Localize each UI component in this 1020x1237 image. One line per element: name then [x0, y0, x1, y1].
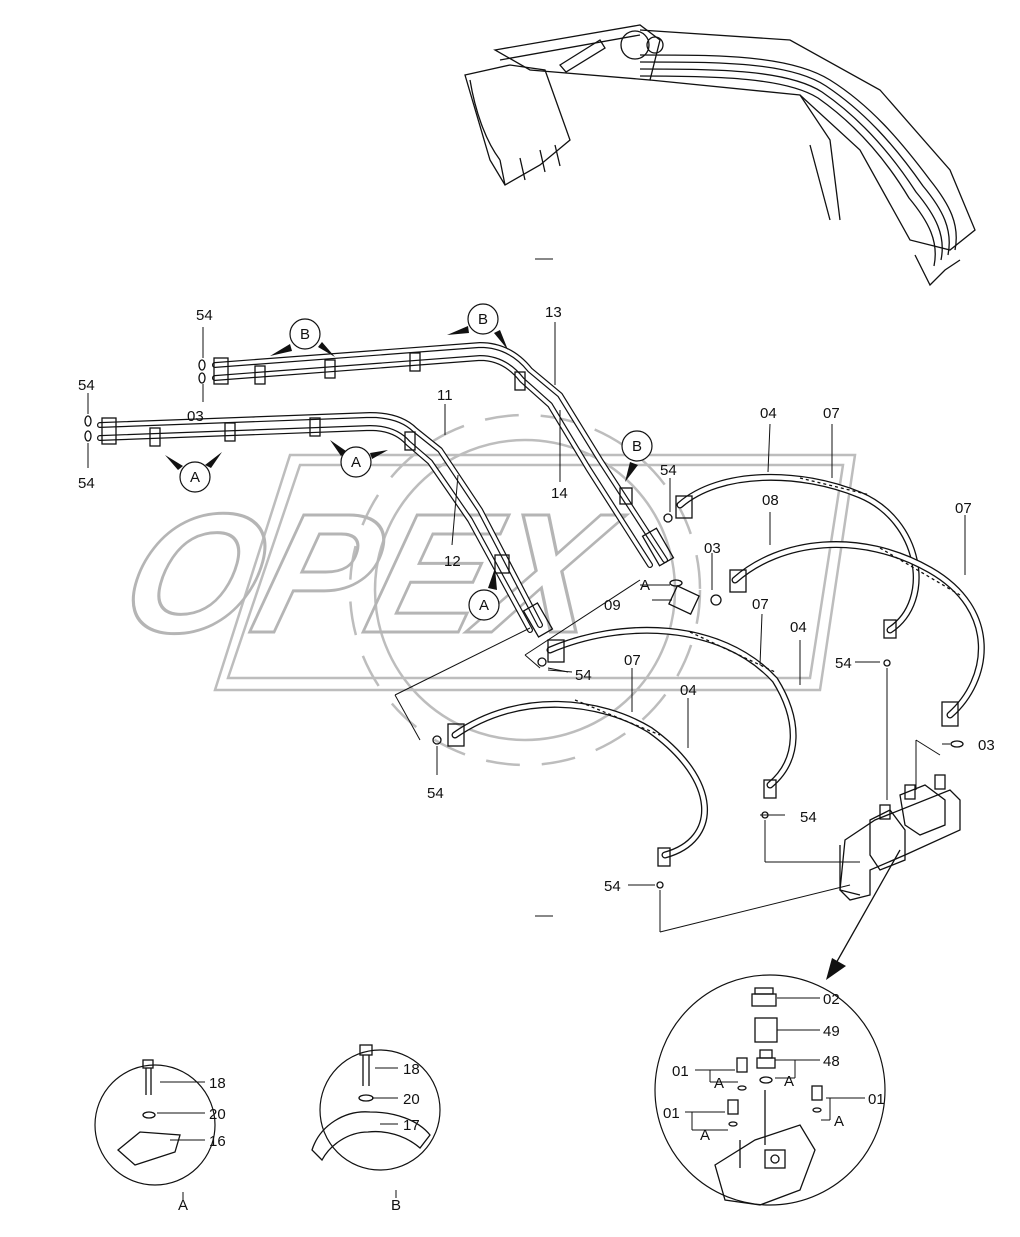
callout-54: 54 [660, 462, 677, 479]
callout-20: 20 [209, 1106, 226, 1123]
valve-block [839, 774, 961, 901]
marker-B-1: B [270, 318, 335, 357]
callout-54: 54 [78, 475, 95, 492]
marker-A: A [700, 1127, 710, 1144]
svg-text:A: A [190, 469, 200, 486]
callout-07: 07 [752, 596, 769, 613]
marker-A: A [784, 1073, 794, 1090]
callout-54: 54 [800, 809, 817, 826]
callout-18: 18 [403, 1061, 420, 1078]
callout-04: 04 [790, 619, 807, 636]
callout-07: 07 [624, 652, 641, 669]
marker-A-1: A [165, 452, 222, 493]
svg-text:B: B [300, 326, 310, 343]
pipe-group [97, 342, 675, 638]
callout-54: 54 [604, 878, 621, 895]
callout-54: 54 [427, 785, 444, 802]
detail-B: 18 20 17 B [311, 1044, 441, 1214]
watermark: OPEX [103, 413, 857, 767]
callout-02: 02 [823, 991, 840, 1008]
marker-A: A [714, 1075, 724, 1092]
callout-13: 13 [545, 304, 562, 321]
callout-12: 12 [444, 553, 461, 570]
hose-group [447, 473, 985, 867]
callout-03: 03 [187, 408, 204, 425]
svg-text:B: B [478, 311, 488, 328]
detail-A: 18 20 16 A [94, 1059, 226, 1214]
callout-14: 14 [551, 485, 568, 502]
callout-01: 01 [672, 1063, 689, 1080]
callout-04: 04 [760, 405, 777, 422]
callout-03: 03 [704, 540, 721, 557]
callout-17: 17 [403, 1117, 420, 1134]
callout-16: 16 [209, 1133, 226, 1150]
callout-54: 54 [78, 377, 95, 394]
callout-08: 08 [762, 492, 779, 509]
callout-03: 03 [978, 737, 995, 754]
callout-09: 09 [604, 597, 621, 614]
callout-04: 04 [680, 682, 697, 699]
callout-20: 20 [403, 1091, 420, 1108]
callout-01: 01 [663, 1105, 680, 1122]
watermark-frame [213, 453, 857, 692]
svg-text:B: B [632, 438, 642, 455]
callout-labels: 54 03 54 54 13 11 12 14 54 03 09 54 54 0… [78, 304, 995, 895]
watermark-text: OPEX [105, 478, 638, 669]
callout-54: 54 [835, 655, 852, 672]
callout-18: 18 [209, 1075, 226, 1092]
callout-49: 49 [823, 1023, 840, 1040]
svg-text:A: A [351, 454, 361, 471]
callout-07: 07 [823, 405, 840, 422]
marker-B-3: B [621, 430, 653, 482]
callout-01: 01 [868, 1091, 885, 1108]
marker-A-3: A [468, 568, 500, 621]
callout-54: 54 [575, 667, 592, 684]
detail-valve-fittings: 02 49 48 01 01 01 A A A A A [640, 577, 886, 1206]
callout-11: 11 [437, 387, 453, 404]
marker-A-2: A [330, 440, 388, 478]
detail-label-B: B [391, 1197, 401, 1214]
callout-48: 48 [823, 1053, 840, 1070]
excavator-illustration [464, 24, 976, 287]
marker-A: A [834, 1113, 844, 1130]
callout-54: 54 [196, 307, 213, 324]
marker-A: A [640, 577, 650, 594]
detail-label-A: A [178, 1197, 188, 1214]
svg-text:A: A [479, 597, 489, 614]
detail-arrow-icon [826, 958, 846, 980]
callout-07: 07 [955, 500, 972, 517]
marker-B-2: B [447, 303, 508, 350]
